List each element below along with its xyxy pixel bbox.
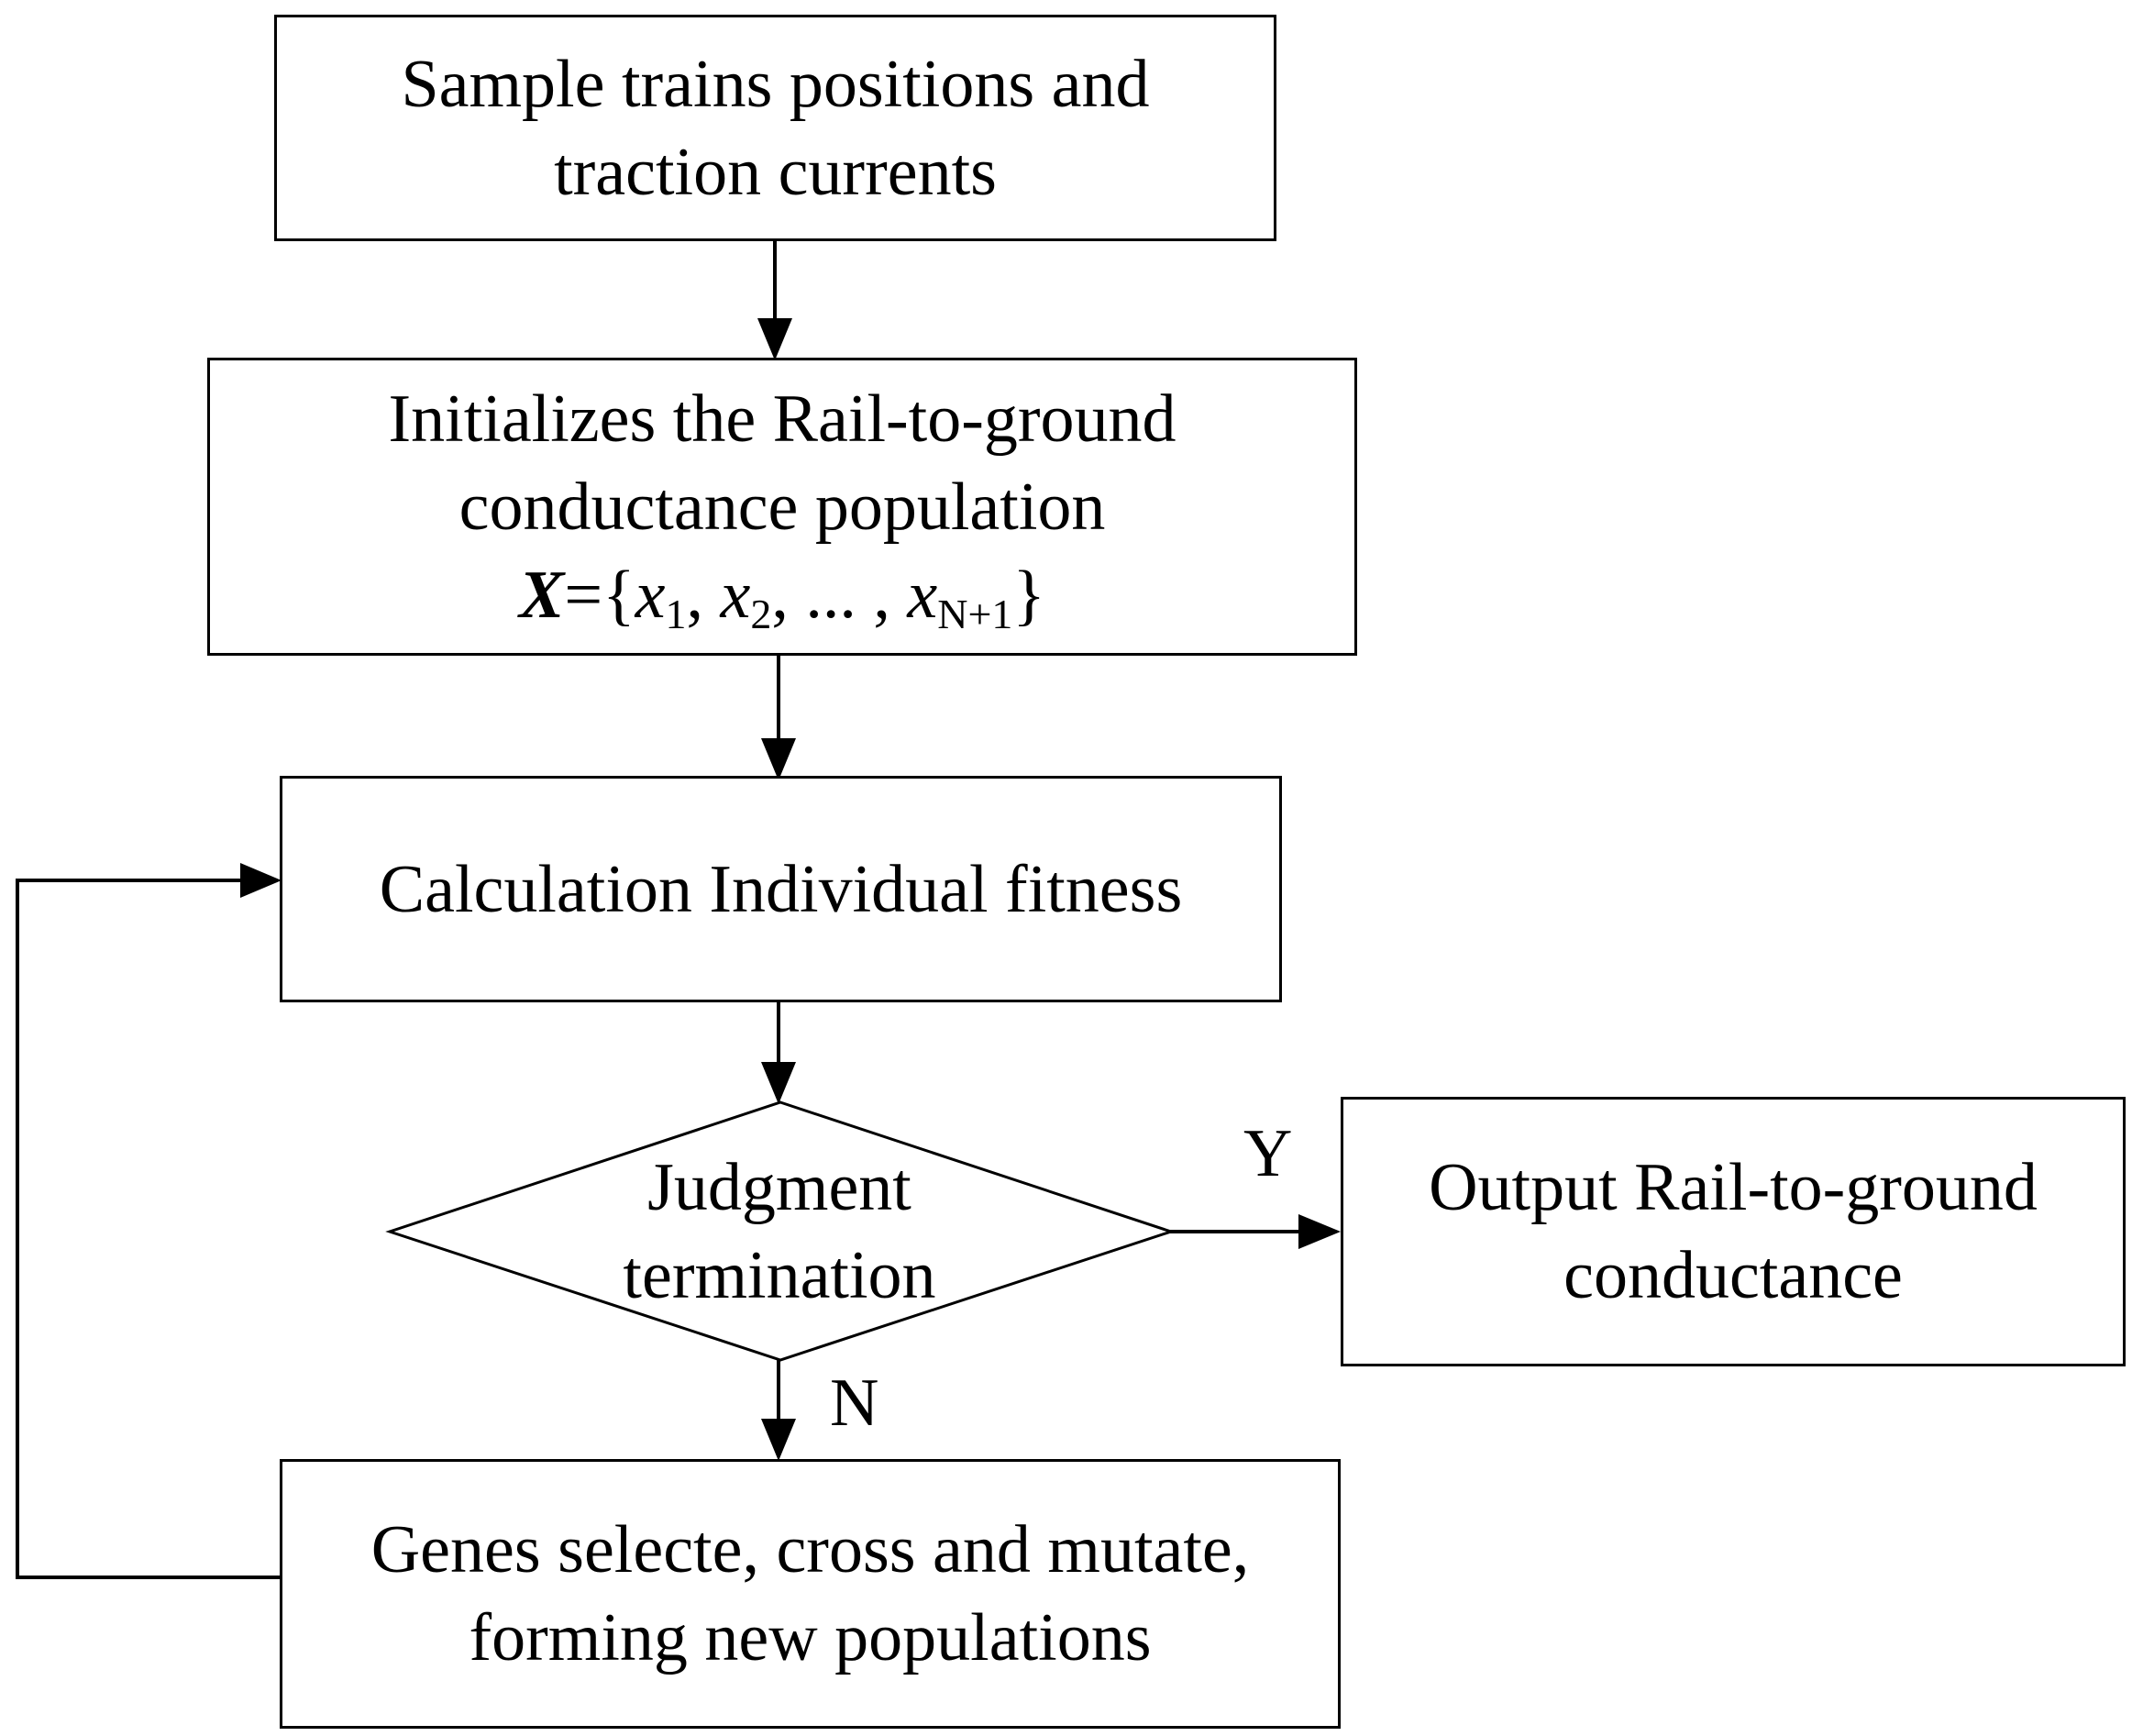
step-output-line1: Output Rail-to-ground: [1429, 1150, 2038, 1225]
formula-x2: x: [720, 557, 751, 633]
formula-xn: x: [907, 557, 938, 633]
step-genes-line1: Genes selecte, cross and mutate,: [370, 1512, 1250, 1587]
arrow-judgment-to-genes-line: [777, 1357, 780, 1421]
loop-top-segment: [16, 879, 245, 882]
formula-sub-2: 2: [750, 590, 772, 637]
arrow-judgment-to-output-line: [1170, 1230, 1304, 1233]
arrow-sample-to-init-line: [773, 241, 777, 320]
judgment-line2: termination: [623, 1238, 936, 1313]
step-sample-line2: traction currents: [554, 134, 997, 210]
arrow-sample-to-init-head: [757, 318, 792, 360]
step-fitness-line1: Calculation Individual fitness: [379, 851, 1183, 927]
loop-bottom-segment: [16, 1576, 282, 1579]
arrow-init-to-fitness-line: [777, 656, 780, 740]
arrow-judgment-to-genes-head: [761, 1419, 796, 1461]
branch-yes-label: Y: [1243, 1116, 1293, 1191]
formula-ellipsis: , ... ,: [771, 557, 908, 633]
arrow-init-to-fitness-head: [761, 738, 796, 780]
arrow-fitness-to-judgment-line: [777, 1002, 780, 1065]
step-genes-box: Genes selecte, cross and mutate, forming…: [280, 1459, 1341, 1729]
step-fitness-box: Calculation Individual fitness: [280, 776, 1282, 1002]
judgment-label: Judgment termination: [514, 1135, 1045, 1328]
formula-x1: x: [635, 557, 666, 633]
formula-var-x: X: [519, 557, 565, 633]
population-formula: X={x1, x2, ... , xN+1}: [519, 551, 1045, 639]
formula-comma-1: ,: [686, 557, 721, 633]
loop-left-segment: [16, 879, 19, 1579]
formula-open: ={: [564, 557, 635, 633]
step-genes-line2: forming new populations: [469, 1600, 1152, 1675]
step-initialize-line2: conductance population: [458, 469, 1106, 545]
step-sample-box: Sample trains positions and traction cur…: [274, 15, 1276, 241]
branch-no-label: N: [830, 1366, 879, 1441]
step-output-line2: conductance: [1563, 1238, 1903, 1313]
judgment-line1: Judgment: [647, 1150, 911, 1225]
step-initialize-line1: Initializes the Rail-to-ground: [388, 381, 1176, 457]
step-sample-line1: Sample trains positions and: [401, 46, 1150, 122]
formula-sub-1: 1: [665, 590, 687, 637]
formula-close: }: [1012, 557, 1045, 633]
step-initialize-box: Initializes the Rail-to-ground conductan…: [207, 358, 1357, 656]
step-output-box: Output Rail-to-ground conductance: [1341, 1097, 2126, 1366]
loop-arrow-head: [240, 863, 282, 898]
arrow-judgment-to-output-head: [1298, 1214, 1341, 1249]
arrow-fitness-to-judgment-head: [761, 1062, 796, 1104]
judgment-diamond-shape: [385, 1100, 1176, 1362]
formula-sub-n: N+1: [937, 590, 1013, 637]
